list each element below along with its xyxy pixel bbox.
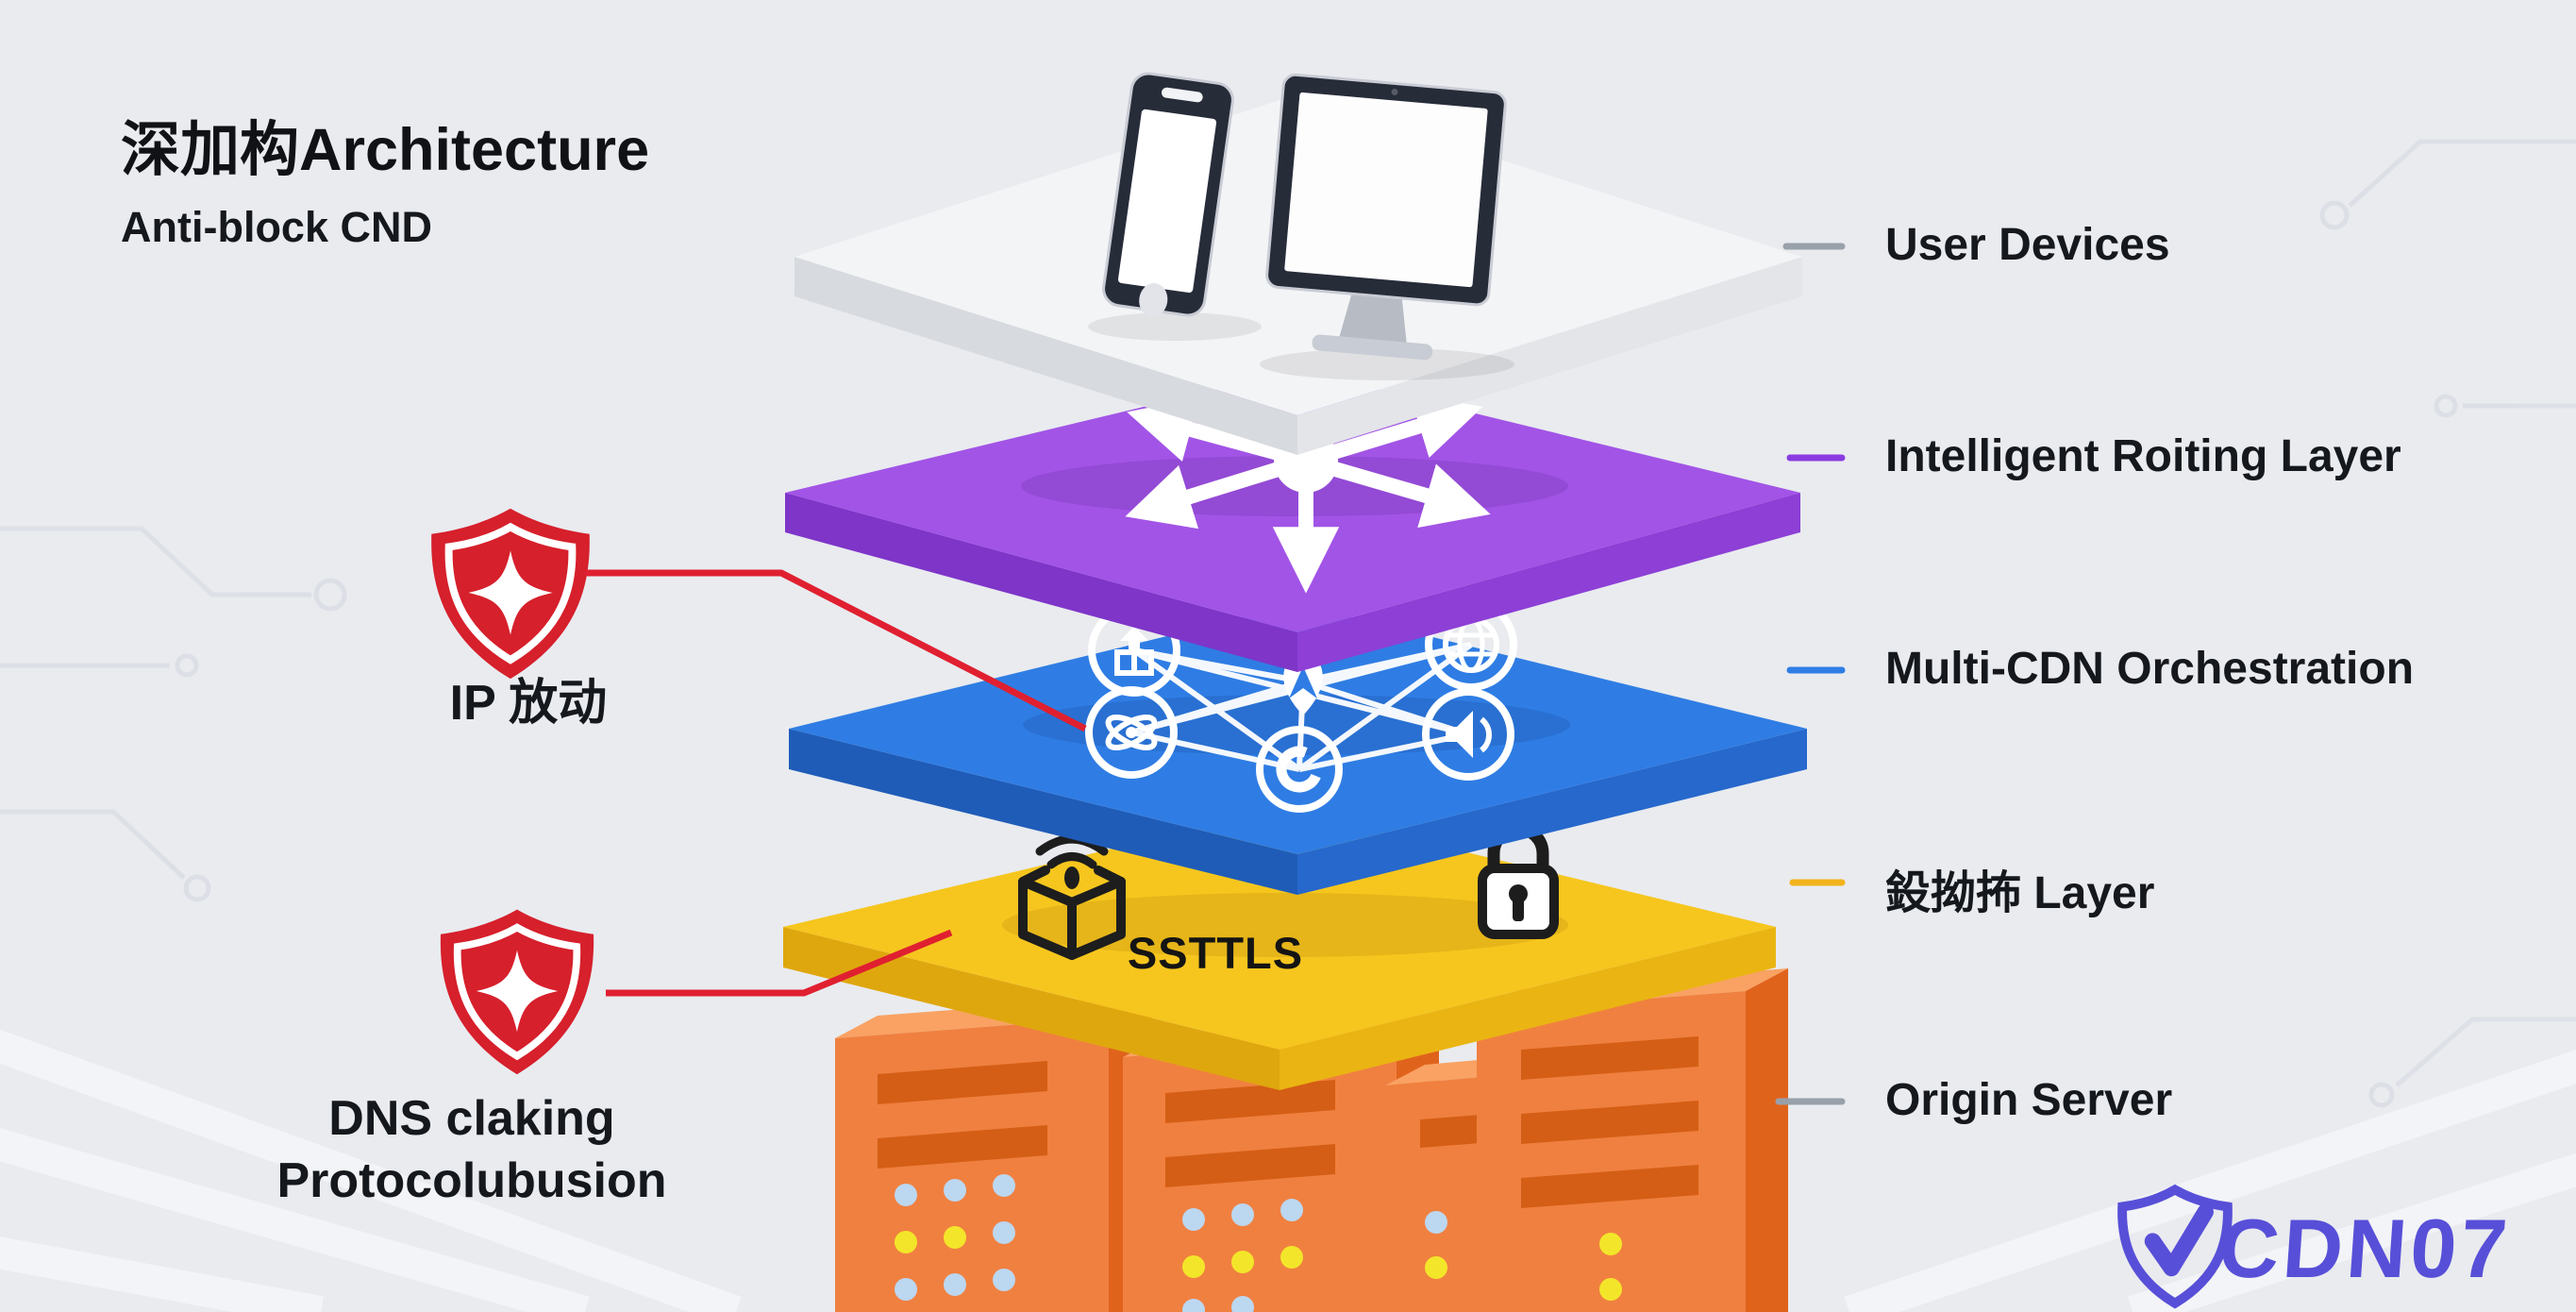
server-led-dots: [895, 1174, 1015, 1301]
shield-sparkle-icon: [440, 909, 594, 1075]
routing-layer-slab: [785, 370, 1800, 672]
label-security-layer: 鈠拗抪 Layer: [1885, 868, 2155, 918]
server-led-dots: [1599, 1233, 1622, 1301]
shield-sparkle-icon: [431, 508, 590, 680]
server-led-dots: [1182, 1199, 1303, 1312]
server-led-dots: [1425, 1211, 1447, 1279]
label-multi-cdn: Multi-CDN Orchestration: [1885, 644, 2415, 694]
page-subtitle: Anti-block CND: [121, 203, 432, 251]
speaker-node-icon: [1422, 688, 1514, 781]
callout-dns-cloaking: DNS claking Protocolubusion: [222, 1087, 722, 1212]
security-layer-slab: [783, 808, 1776, 1090]
page-title: 深加构Architecture: [121, 117, 650, 183]
label-connectors: [1775, 243, 1846, 1105]
label-intelligent-routing: Intelligent Roiting Layer: [1885, 431, 2401, 481]
background-streaks: [0, 1029, 2576, 1312]
callout-ip-rotation: IP 放动: [449, 676, 608, 731]
callout-dns-line2: Protocolubusion: [276, 1153, 667, 1208]
device-layer-slab: [795, 72, 1802, 455]
label-user-devices: User Devices: [1885, 220, 2170, 270]
monitor-icon: [1265, 73, 1507, 361]
broadcast-box-icon: [1018, 834, 1126, 960]
shield-check-logo-icon: [2117, 1184, 2233, 1309]
callout-dns-line1: DNS claking: [328, 1091, 615, 1146]
label-origin-server: Origin Server: [1885, 1075, 2173, 1125]
diagram-title-block: 深加构Architecture Anti-block CND: [121, 102, 649, 252]
background-circuit-texture: [0, 139, 2576, 1108]
origin-server-towers: [835, 968, 1788, 1312]
smartphone-icon: [1102, 72, 1234, 317]
callout-lines: [585, 569, 1087, 997]
atom-node-icon: [1085, 686, 1178, 779]
logo-wordmark: CDN07: [2216, 1202, 2515, 1295]
letter-c-node-icon: [1256, 726, 1343, 813]
encryption-text: SSTTLS: [1127, 928, 1304, 978]
